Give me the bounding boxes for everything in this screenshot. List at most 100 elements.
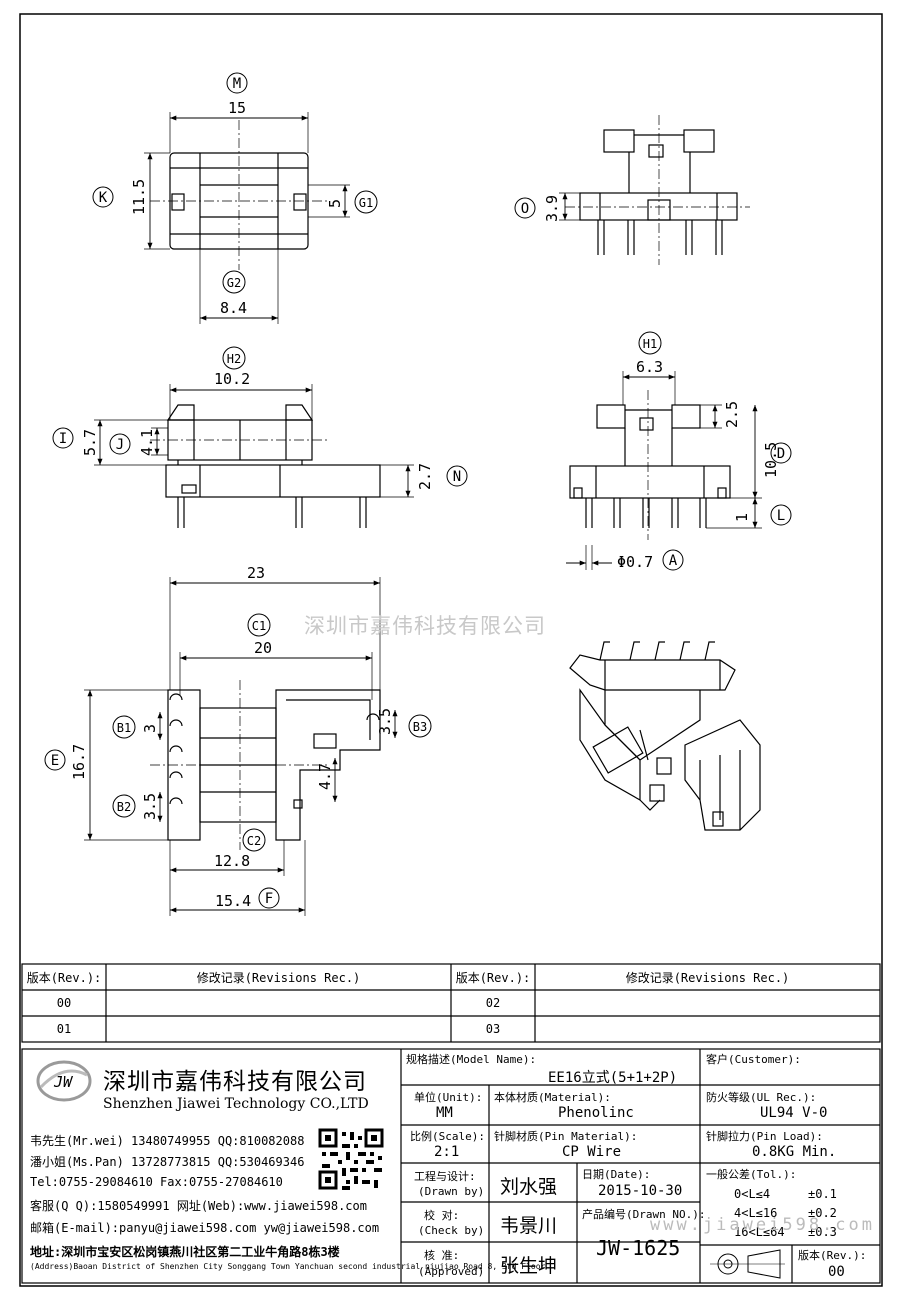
dim-10-2: 10.2 [214, 370, 250, 388]
drawn-label-cn: 工程与设计: [414, 1170, 476, 1183]
tag-b1: B1 [117, 721, 131, 735]
dim-2-5: 2.5 [723, 401, 741, 428]
scale-label: 比例(Scale): [410, 1130, 485, 1143]
rec-header-left: 修改记录(Revisions Rec.) [196, 970, 361, 985]
ul-value: UL94 V-0 [760, 1105, 828, 1121]
tag-e: E [51, 753, 59, 769]
company-name-en: Shenzhen Jiawei Technology CO.,LTD [103, 1096, 369, 1112]
tag-m: M [233, 76, 241, 92]
drawn-no-label: 产品编号(Drawn NO.): [582, 1208, 706, 1221]
date-value: 2015-10-30 [598, 1183, 683, 1199]
rev-row-03: 03 [485, 1022, 501, 1036]
tol-label: 一般公差(Tol.): [706, 1168, 797, 1181]
material-value: Phenolinc [558, 1105, 634, 1121]
model-value: EE16立式(5+1+2P) [548, 1070, 678, 1086]
view-top [144, 112, 350, 324]
tol-value-2: ±0.2 [808, 1206, 837, 1220]
tag-f: F [265, 891, 273, 907]
tol-range-3: 16<L≤64 [734, 1225, 785, 1239]
tol-range-2: 4<L≤16 [734, 1206, 778, 1220]
dim-3: 3 [141, 724, 159, 733]
approved-value: 张生坤 [500, 1255, 558, 1277]
contact-wei: 韦先生(Mr.wei) 13480749955 QQ:810082088 [30, 1134, 305, 1148]
qr-code-icon [318, 1128, 386, 1194]
dim-20: 20 [254, 639, 272, 657]
drawn-value: 刘水强 [500, 1176, 558, 1198]
dim-16-7: 16.7 [70, 744, 88, 780]
unit-value: MM [436, 1105, 453, 1121]
tag-i: I [59, 431, 67, 447]
qq-web: 客服(Q Q):1580549991 网址(Web):www.jiawei598… [30, 1199, 367, 1213]
rev-row-00: 00 [56, 996, 72, 1010]
view-front [94, 384, 414, 528]
title-block-grid [21, 1048, 881, 1284]
tol-range-1: 0<L≤4 [734, 1187, 771, 1201]
dim-10-5: 10.5 [762, 442, 780, 478]
tag-b2: B2 [117, 800, 131, 814]
rev-header-left: 版本(Rev.): [26, 970, 102, 985]
tag-c1: C1 [252, 619, 266, 633]
tag-o: O [521, 201, 529, 217]
view-side-lower [566, 371, 762, 570]
tel-fax: Tel:0755-29084610 Fax:0755-27084610 [30, 1175, 283, 1189]
rev-value: 00 [828, 1264, 845, 1280]
rev-row-02: 02 [485, 996, 501, 1010]
dim-3-5-left: 3.5 [141, 793, 159, 820]
material-label: 本体材质(Material): [494, 1091, 611, 1104]
dim-11-5: 11.5 [130, 179, 148, 215]
dim-phi-0-7: Φ0.7 [617, 553, 653, 571]
tag-g2: G2 [227, 276, 241, 290]
dim-4-1: 4.1 [138, 429, 156, 456]
company-name-cn: 深圳市嘉伟科技有限公司 [103, 1069, 367, 1095]
tag-h1: H1 [643, 337, 657, 351]
rev-header-right: 版本(Rev.): [455, 970, 531, 985]
address-cn: 地址:深圳市宝安区松岗镇燕川社区第二工业牛角路8栋3楼 [30, 1245, 340, 1259]
dim-1: 1 [733, 513, 751, 522]
view-isometric [569, 641, 761, 831]
rev-label: 版本(Rev.): [798, 1249, 867, 1262]
tol-value-3: ±0.3 [808, 1225, 837, 1239]
dim-5: 5 [326, 199, 344, 208]
tag-a: A [669, 553, 678, 569]
dim-4-7: 4.7 [316, 763, 334, 790]
view-bottom [84, 577, 398, 916]
pin-load-label: 针脚拉力(Pin Load): [706, 1130, 823, 1143]
dim-12-8: 12.8 [214, 852, 250, 870]
tag-d: D [777, 446, 785, 462]
tag-g1: G1 [359, 196, 373, 210]
ul-label: 防火等级(UL Rec.): [706, 1091, 817, 1104]
check-label-cn: 校 对: [424, 1209, 460, 1222]
footer-watermark: www.jiawei598.com [650, 1215, 875, 1235]
watermark: 深圳市嘉伟科技有限公司 [304, 614, 546, 638]
view-side-upper [559, 115, 750, 265]
date-label: 日期(Date): [582, 1168, 651, 1181]
dim-2-7: 2.7 [416, 463, 434, 490]
tag-l: L [777, 508, 785, 524]
drawn-label-en: (Drawn by) [418, 1185, 485, 1198]
check-value: 韦景川 [500, 1215, 558, 1237]
pin-material-label: 针脚材质(Pin Material): [494, 1130, 638, 1143]
unit-label: 单位(Unit): [414, 1091, 483, 1104]
tag-k: K [99, 190, 108, 206]
dim-3-9: 3.9 [543, 195, 561, 222]
dim-23: 23 [247, 564, 265, 582]
customer-label: 客户(Customer): [706, 1053, 801, 1066]
dim-5-7: 5.7 [81, 429, 99, 456]
scale-value: 2:1 [434, 1144, 460, 1160]
tol-value-1: ±0.1 [808, 1187, 837, 1201]
tag-c2: C2 [247, 834, 261, 848]
check-label-en: (Check by) [418, 1224, 485, 1237]
rec-header-right: 修改记录(Revisions Rec.) [625, 970, 790, 985]
revision-table-grid [21, 963, 881, 1043]
company-logo-icon: JW [36, 1060, 92, 1102]
tag-b3: B3 [413, 720, 427, 734]
tag-j: J [116, 437, 124, 453]
dim-15: 15 [228, 99, 246, 117]
contact-pan: 潘小姐(Ms.Pan) 13728773815 QQ:530469346 [30, 1155, 305, 1169]
drawn-no-value: JW-1625 [596, 1236, 681, 1260]
address-en: (Address)Baoan District of Shenzhen City… [30, 1262, 546, 1271]
email: 邮箱(E-mail):panyu@jiawei598.com yw@jiawei… [30, 1221, 380, 1235]
tag-n: N [453, 469, 461, 485]
approved-label-cn: 核 准: [424, 1249, 460, 1262]
